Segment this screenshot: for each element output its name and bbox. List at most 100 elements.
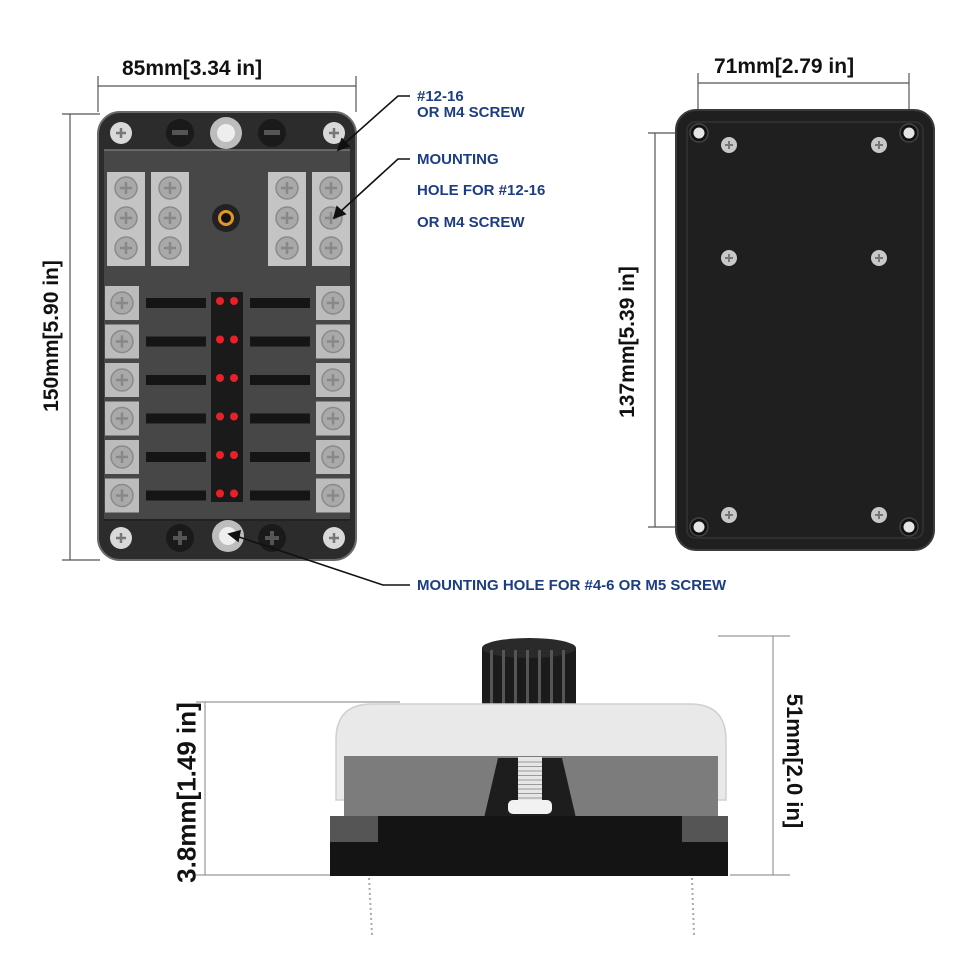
mounting-hole-icon	[899, 517, 919, 537]
terminal-screw-icon	[110, 329, 134, 354]
bus-terminal-strips	[107, 172, 350, 266]
negative-terminal-icon	[166, 119, 194, 147]
base-plate	[675, 109, 935, 551]
total-height-dimension-line	[718, 635, 790, 876]
callout-bus-terminal-line1: MOUNTING	[417, 151, 499, 168]
bottom-width-dimension-label: 71mm[2.79 in]	[714, 55, 855, 78]
cover-knob	[482, 638, 576, 708]
terminal-screw-icon	[158, 206, 182, 230]
terminal-screw-icon	[321, 406, 345, 431]
knob-rib	[514, 650, 517, 706]
terminal-screw-icon	[110, 406, 134, 431]
terminal-screw-icon	[158, 176, 182, 200]
blade-fuse-slot	[250, 375, 310, 385]
height-dimension-line	[62, 113, 100, 561]
blade-fuse-slot	[250, 452, 310, 462]
base-plate-screw-icon	[721, 250, 737, 266]
power-socket	[212, 204, 240, 232]
mounting-hole-icon	[689, 517, 709, 537]
callout-leader-center-stud	[227, 529, 410, 586]
corner-screw-bottom-left	[110, 527, 132, 549]
knob-rib	[502, 650, 505, 706]
knob-rib	[490, 650, 493, 706]
led-indicator	[216, 412, 224, 421]
led-indicator	[230, 489, 238, 498]
callout-leader-bus-terminal	[332, 158, 410, 220]
terminal-screw-icon	[110, 445, 134, 469]
corner-screw-top-left	[110, 122, 132, 144]
terminal-screw-icon	[275, 176, 299, 200]
base-plate-screw-icon	[871, 137, 887, 153]
blade-fuse-slot	[146, 490, 206, 501]
led-indicator	[230, 297, 238, 305]
knob-rib	[526, 650, 529, 706]
callout-bus-terminal-line2: HOLE FOR #12-16	[417, 182, 546, 199]
blade-fuse-slot	[146, 336, 206, 347]
fuse-rows	[105, 286, 350, 513]
terminal-screw-icon	[319, 236, 343, 260]
corner-screw-top-right	[323, 122, 345, 144]
terminal-screw-icon	[321, 291, 345, 315]
knob-rib	[562, 650, 565, 706]
led-indicator	[216, 297, 224, 305]
terminal-screw-icon	[275, 206, 299, 230]
terminal-screw-icon	[114, 176, 138, 200]
blade-fuse-slot	[146, 298, 206, 308]
led-indicator	[216, 489, 224, 498]
negative-terminal-icon	[258, 119, 286, 147]
callout-bus-terminal-line3: OR M4 SCREW	[417, 214, 525, 231]
blade-fuse-slot	[250, 336, 310, 347]
mounting-hole-icon	[899, 123, 919, 143]
led-indicator	[216, 374, 224, 382]
body-height-dimension-label: 3.8mm[1.49 in]	[171, 702, 202, 883]
top-width-dimension-label: 85mm[3.34 in]	[122, 57, 263, 80]
side-base-plate	[330, 816, 728, 876]
terminal-screw-icon	[321, 483, 345, 508]
ground-stud-top	[210, 117, 242, 149]
base-plate-screw-icon	[721, 137, 737, 153]
blade-fuse-slot	[146, 413, 206, 424]
base-plate-screw-icon	[871, 250, 887, 266]
terminal-screw-icon	[321, 368, 345, 392]
mounting-screw-left	[368, 877, 373, 936]
blade-fuse-slot	[250, 490, 310, 501]
body-height-dimension-line	[196, 701, 400, 876]
callout-center-stud: MOUNTING HOLE FOR #4-6 OR M5 SCREW	[417, 577, 727, 594]
terminal-screw-icon	[321, 445, 345, 469]
terminal-screw-icon	[114, 206, 138, 230]
terminal-screw-icon	[321, 329, 345, 354]
callout-leader-corner-screw	[336, 95, 410, 152]
led-indicator	[230, 374, 238, 382]
blade-fuse-slot	[146, 375, 206, 385]
terminal-screw-icon	[275, 236, 299, 260]
led-indicator	[216, 335, 224, 344]
callout-corner-screw-line1: #12-16	[417, 88, 464, 105]
knob-rib	[538, 650, 541, 706]
base-plate-screw-icon	[721, 507, 737, 523]
callout-corner-screw-line2: OR M4 SCREW	[417, 104, 525, 121]
terminal-screw-icon	[114, 236, 138, 260]
terminal-screw-icon	[319, 176, 343, 200]
width-dimension-line	[97, 76, 357, 112]
corner-screw-bottom-right	[323, 527, 345, 549]
terminal-screw-icon	[158, 236, 182, 260]
led-indicators	[216, 297, 238, 498]
led-indicator	[230, 451, 238, 459]
terminal-screw-icon	[110, 368, 134, 392]
base-plate-screws	[721, 137, 887, 523]
led-indicator	[230, 412, 238, 421]
terminal-screw-icon	[110, 291, 134, 315]
base-plate-mounting-holes	[689, 123, 919, 537]
mounting-hole-icon	[689, 123, 709, 143]
power-stud-bottom	[212, 520, 244, 552]
blade-fuse-slot	[146, 452, 206, 462]
terminal-screw-icon	[110, 483, 134, 508]
knob-rib	[550, 650, 553, 706]
blade-fuse-slot	[250, 298, 310, 308]
led-indicator	[216, 451, 224, 459]
total-height-dimension-label: 51mm[2.0 in]	[782, 693, 807, 829]
positive-terminal-icon	[166, 524, 194, 552]
